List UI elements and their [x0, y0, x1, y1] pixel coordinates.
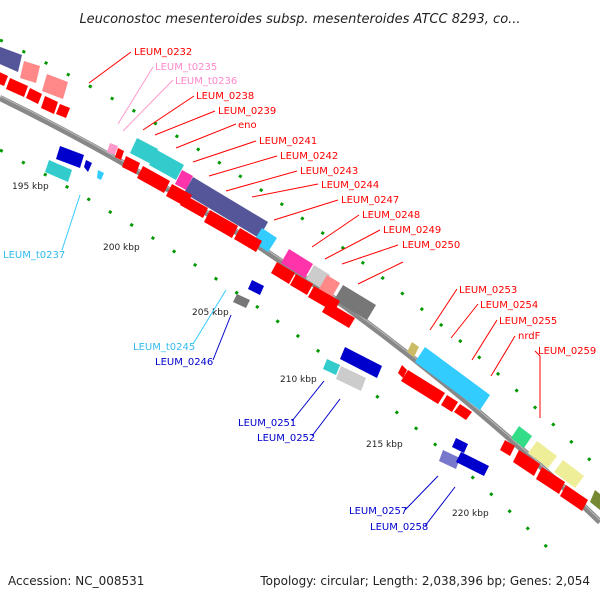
gene-block: [323, 359, 340, 375]
dotted-track-outer: [0, 38, 600, 472]
tick-label: 195 kbp: [12, 182, 49, 192]
scale-ticks: 195 kbp 200 kbp 205 kbp 210 kbp 215 kbp …: [12, 182, 489, 519]
gene-label: LEUM_0250: [402, 240, 460, 251]
gene-block: [184, 177, 268, 238]
gene-block: [590, 490, 600, 510]
gene-label: LEUM_0247: [341, 195, 399, 206]
gene-label: LEUM_0252: [257, 433, 315, 444]
gene-block: [554, 460, 584, 488]
gene-label: LEUM_0243: [300, 166, 358, 177]
topology-text: Topology: circular; Length: 2,038,396 bp…: [259, 574, 590, 588]
tick-label: 210 kbp: [280, 375, 317, 385]
gene-label: LEUM_t0236: [175, 76, 237, 87]
gene-label: eno: [238, 120, 257, 131]
map-title: Leuconostoc mesenteroides subsp. mesente…: [79, 12, 520, 27]
gene-block: [456, 452, 489, 476]
gene-block: [149, 150, 184, 180]
gene-label: LEUM_0253: [459, 285, 517, 296]
gene-block: [0, 46, 22, 72]
gene-label: LEUM_0259: [538, 346, 596, 357]
gene-block: [233, 294, 250, 308]
gene-block: [511, 426, 532, 448]
gene-label: LEUM_0255: [499, 316, 557, 327]
gene-label: nrdF: [518, 331, 541, 342]
gene-block: [452, 438, 468, 453]
gene-label: LEUM_0251: [238, 418, 296, 429]
gene-block: [84, 160, 92, 172]
gene-block: [42, 74, 68, 99]
gene-label: LEUM_0242: [280, 151, 338, 162]
gene-label: LEUM_0239: [218, 106, 276, 117]
tick-label: 200 kbp: [103, 243, 140, 253]
leader-lines: [61, 51, 541, 527]
forward-cds: [0, 72, 588, 511]
tick-label: 220 kbp: [452, 509, 489, 519]
gene-block: [528, 441, 557, 468]
gene-label: LEUM_0254: [480, 300, 538, 311]
gene-block: [20, 61, 40, 83]
gene-label: LEUM_0249: [383, 225, 441, 236]
accession-text: Accession: NC_008531: [8, 574, 144, 588]
gene-label: LEUM_t0235: [155, 62, 217, 73]
reverse-features: [45, 146, 489, 476]
genome-backbone: [0, 95, 600, 525]
gene-label: LEUM_0257: [349, 506, 407, 517]
gene-block: [107, 143, 118, 155]
callout-labels: LEUM_0232 LEUM_t0235 LEUM_t0236 LEUM_023…: [3, 47, 596, 533]
gene-block: [336, 366, 366, 391]
gene-label: LEUM_0241: [259, 136, 317, 147]
dotted-track-inner: [0, 148, 562, 562]
gene-label: LEUM_0232: [134, 47, 192, 58]
gene-block: [415, 347, 490, 410]
tick-label: 215 kbp: [366, 440, 403, 450]
gene-label: LEUM_0238: [196, 91, 254, 102]
gene-block: [407, 342, 419, 357]
gene-block: [319, 275, 340, 297]
gene-block: [439, 450, 460, 469]
gene-block: [130, 138, 158, 164]
gene-block: [97, 170, 104, 180]
gene-block: [340, 347, 382, 378]
gene-block: [281, 249, 313, 278]
gene-label: LEUM_0246: [155, 357, 213, 368]
gene-block: [56, 146, 84, 168]
gene-label: LEUM_0244: [321, 180, 379, 191]
gene-label: LEUM_0258: [370, 522, 428, 533]
gene-label: LEUM_0248: [362, 210, 420, 221]
gene-label: LEUM_t0245: [133, 342, 195, 353]
gene-block: [248, 280, 264, 295]
gene-label: LEUM_t0237: [3, 250, 65, 261]
gene-block: [45, 160, 72, 182]
tick-label: 205 kbp: [192, 308, 229, 318]
gene-block: [334, 285, 376, 320]
forward-features: [0, 46, 600, 510]
